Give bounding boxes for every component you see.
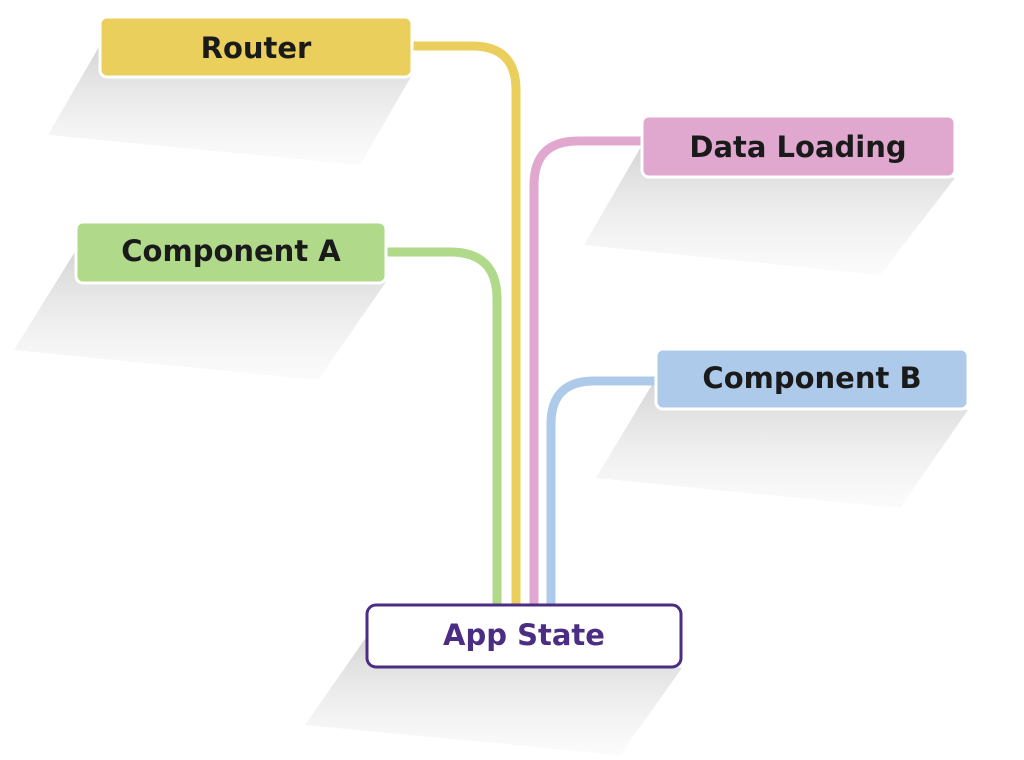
node-component-b: Component B	[654, 347, 970, 411]
edge-router-app-state	[407, 41, 521, 611]
component-b-box	[654, 347, 970, 411]
router-label: Router	[201, 31, 312, 65]
app-state-box	[365, 603, 683, 669]
edge-component-b-app-state	[546, 376, 661, 611]
data-loading-label: Data Loading	[689, 130, 906, 164]
node-data-loading: Data Loading	[640, 114, 957, 179]
component-b-label: Component B	[702, 361, 921, 395]
edge-layer	[381, 41, 661, 611]
component-a-label: Component A	[121, 234, 341, 268]
edge-data-loading-app-state	[529, 136, 647, 611]
node-router: Router	[98, 15, 414, 79]
node-component-a: Component A	[74, 220, 388, 285]
router-box	[98, 15, 414, 79]
edge-component-a-app-state	[381, 247, 502, 611]
component-a-box	[74, 220, 388, 285]
node-app-state: App State	[365, 603, 683, 669]
app-state-label: App State	[443, 618, 605, 652]
data-loading-box	[640, 114, 957, 179]
